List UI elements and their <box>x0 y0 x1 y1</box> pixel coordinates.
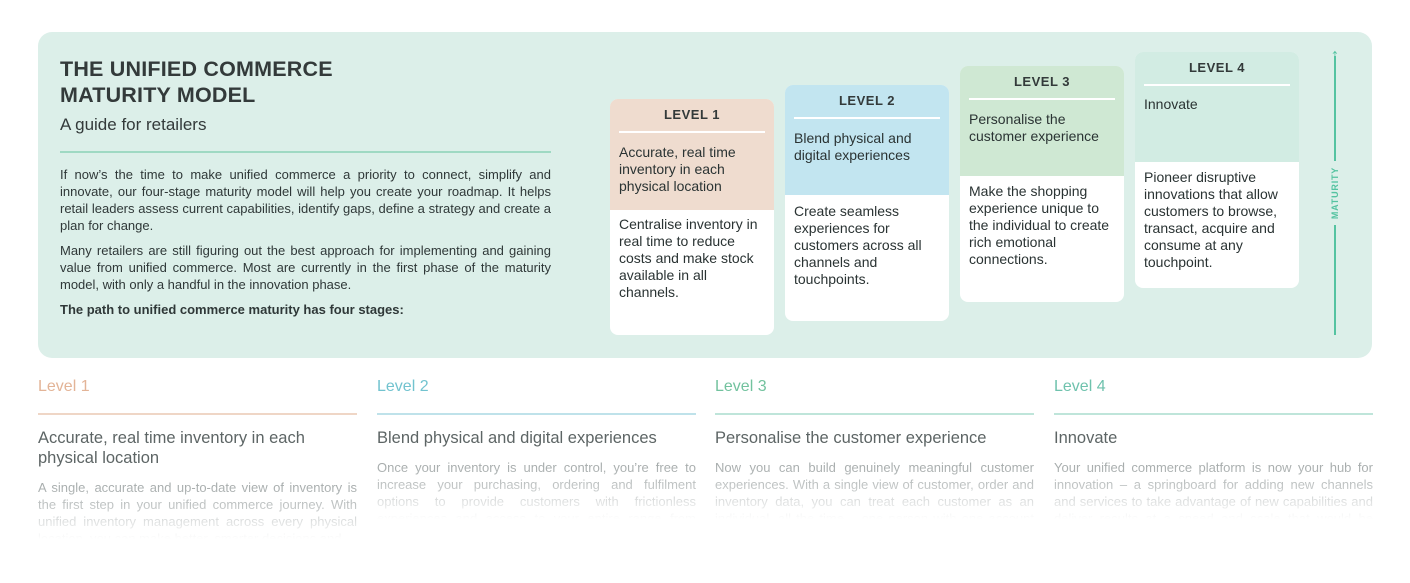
section-text: Once your inventory is under control, yo… <box>377 460 696 519</box>
section-text: Your unified commerce platform is now yo… <box>1054 460 1373 519</box>
card-level-label: LEVEL 1 <box>619 107 765 133</box>
card-description: Make the shopping experience unique to t… <box>969 183 1110 267</box>
intro-paragraph: Many retailers are still figuring out th… <box>60 243 551 292</box>
card-header-block: LEVEL 2 Blend physical and digital exper… <box>785 85 949 195</box>
section-divider <box>1054 413 1373 415</box>
section-level-label: Level 2 <box>377 378 429 395</box>
card-title: Innovate <box>1144 96 1198 112</box>
section-divider <box>715 413 1034 415</box>
stages-lead-in: The path to unified commerce maturity ha… <box>60 302 404 317</box>
level-1-card: LEVEL 1 Accurate, real time inventory in… <box>610 99 774 335</box>
section-level-label: Level 4 <box>1054 378 1106 395</box>
card-description: Create seamless experiences for customer… <box>794 203 922 287</box>
card-header-block: LEVEL 1 Accurate, real time inventory in… <box>610 99 774 210</box>
card-header-block: LEVEL 3 Personalise the customer experie… <box>960 66 1124 176</box>
card-level-label: LEVEL 2 <box>794 93 940 119</box>
maturity-axis-label: MATURITY <box>1330 166 1340 220</box>
card-description: Centralise inventory in real time to red… <box>619 216 758 300</box>
section-level-label: Level 1 <box>38 378 90 395</box>
card-level-label: LEVEL 3 <box>969 74 1115 100</box>
card-description: Pioneer disruptive innovations that allo… <box>1144 169 1278 270</box>
section-text: A single, accurate and up-to-date view o… <box>38 480 357 539</box>
section-title: Innovate <box>1054 429 1118 447</box>
section-divider <box>377 413 696 415</box>
page-subtitle: A guide for retailers <box>60 115 207 134</box>
section-title: Accurate, real time inventory in each ph… <box>38 429 305 467</box>
level-2-card: LEVEL 2 Blend physical and digital exper… <box>785 85 949 321</box>
title-divider <box>60 151 551 153</box>
section-divider <box>38 413 357 415</box>
page-title: THE UNIFIED COMMERCE MATURITY MODEL <box>60 57 333 107</box>
maturity-axis-line <box>1334 56 1336 161</box>
arrow-up-icon: ↑ <box>1330 45 1340 65</box>
card-title: Personalise the customer experience <box>969 111 1099 144</box>
level-3-card: LEVEL 3 Personalise the customer experie… <box>960 66 1124 302</box>
card-title: Blend physical and digital experiences <box>794 130 912 163</box>
section-text: Now you can build genuinely meaningful c… <box>715 460 1034 519</box>
section-title: Blend physical and digital experiences <box>377 429 657 447</box>
intro-paragraph: If now’s the time to make unified commer… <box>60 167 551 233</box>
card-level-label: LEVEL 4 <box>1144 60 1290 86</box>
card-header-block: LEVEL 4 Innovate <box>1135 52 1299 162</box>
section-level-label: Level 3 <box>715 378 767 395</box>
card-title: Accurate, real time inventory in each ph… <box>619 144 736 194</box>
section-title: Personalise the customer experience <box>715 429 987 447</box>
maturity-axis-line <box>1334 225 1336 335</box>
level-4-card: LEVEL 4 Innovate Pioneer disruptive inno… <box>1135 52 1299 288</box>
